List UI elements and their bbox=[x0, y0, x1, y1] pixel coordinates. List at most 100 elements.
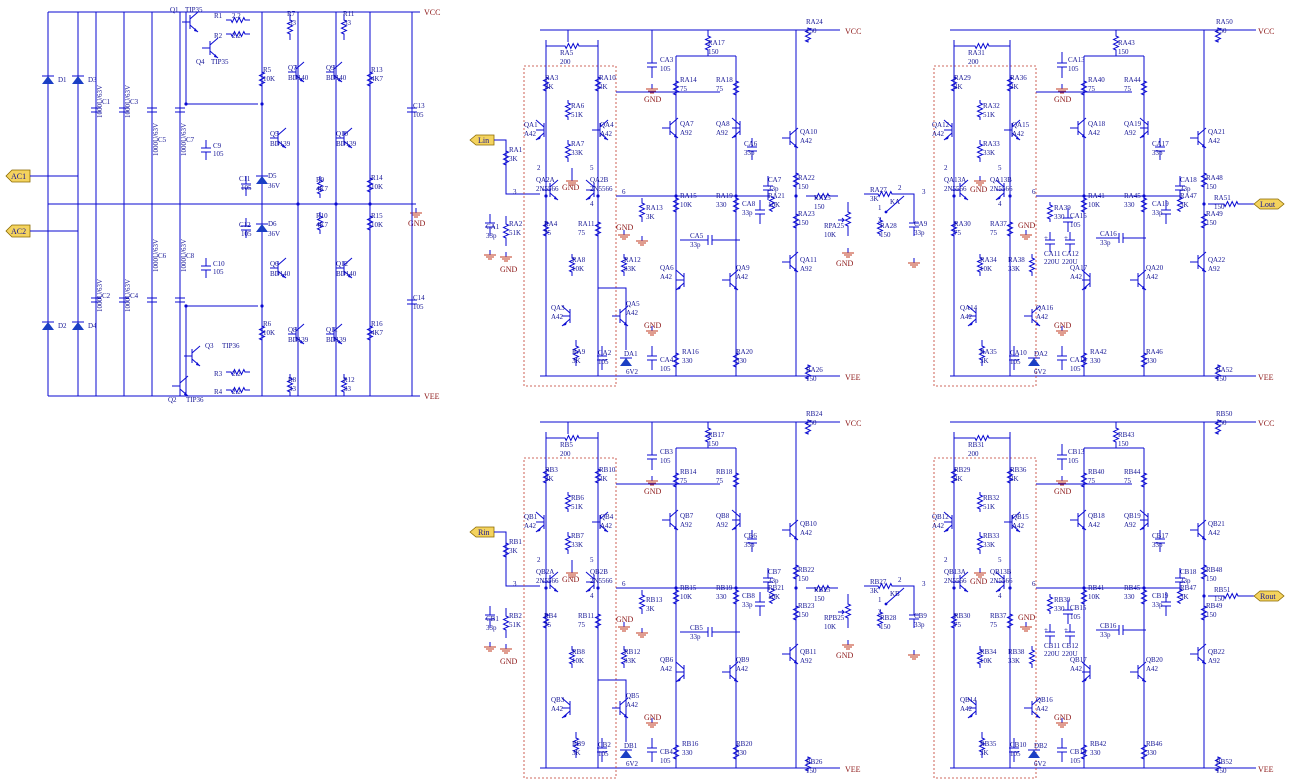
label: 150 bbox=[1216, 27, 1227, 35]
label: CB16 bbox=[1100, 622, 1117, 630]
transistor-qa20 bbox=[1130, 269, 1147, 291]
label: RB50 bbox=[1216, 410, 1233, 418]
label: 33p bbox=[1152, 149, 1163, 157]
junction-dot bbox=[1142, 586, 1146, 590]
cap-polarity: + bbox=[1044, 234, 1048, 242]
label: RA52 bbox=[1216, 366, 1233, 374]
transistor-qb15 bbox=[1004, 511, 1021, 533]
pin-number: 1 bbox=[878, 204, 882, 212]
label: CB19 bbox=[1152, 592, 1169, 600]
transistor-emitter bbox=[995, 584, 1005, 593]
output-label: Rout bbox=[1260, 592, 1276, 601]
label: 33K bbox=[983, 541, 995, 549]
transistor-qb14 bbox=[967, 697, 977, 719]
resistor-ra23 bbox=[792, 210, 800, 232]
resistor-ra3 bbox=[542, 72, 550, 96]
emitter-arrow bbox=[554, 196, 558, 200]
label: CA8 bbox=[742, 200, 756, 208]
label: RB40 bbox=[1088, 468, 1105, 476]
resistor-rb33 bbox=[976, 532, 984, 554]
filter-cap-top-1 bbox=[119, 100, 129, 120]
label: A92 bbox=[1124, 521, 1137, 529]
transistor-qb10 bbox=[782, 519, 799, 541]
zener-value: 6V2 bbox=[1034, 760, 1047, 768]
resistor-ra44 bbox=[1140, 80, 1148, 96]
label: A42 bbox=[1012, 522, 1025, 530]
transistor-qb22 bbox=[1190, 643, 1207, 665]
ground-symbol bbox=[484, 250, 496, 260]
label: CB17 bbox=[1152, 532, 1169, 540]
transistor-qb13a bbox=[952, 571, 969, 593]
transistor-collector bbox=[561, 305, 571, 314]
label: RB8 bbox=[572, 648, 585, 656]
label: RA45 bbox=[1124, 192, 1141, 200]
label: 105 bbox=[660, 457, 671, 465]
label: QA12 bbox=[932, 121, 950, 129]
resistor-rb36 bbox=[1006, 464, 1014, 488]
transistor-collector bbox=[295, 323, 305, 332]
cap-cb16 bbox=[1096, 625, 1146, 635]
resistor-ra11 bbox=[594, 214, 602, 244]
transistor-qa21 bbox=[1190, 127, 1207, 149]
zener-ref: DA1 bbox=[624, 350, 638, 358]
label: QB16 bbox=[1036, 696, 1053, 704]
transistor-qa2a bbox=[542, 179, 559, 201]
transistor-qb17 bbox=[1081, 661, 1091, 683]
diode-body bbox=[42, 322, 54, 330]
vee-label: VEE bbox=[845, 373, 861, 382]
label: RB31 bbox=[968, 441, 985, 449]
resistor-rb20 bbox=[732, 740, 740, 764]
resistor-ra6 bbox=[564, 100, 572, 120]
label: 75 bbox=[1124, 85, 1132, 93]
pot-ref: RPB25 bbox=[824, 614, 845, 622]
label: A42 bbox=[932, 130, 945, 138]
label: Q7 bbox=[288, 64, 297, 72]
cap-ref: C4 bbox=[130, 292, 139, 300]
label: QB6 bbox=[660, 656, 674, 664]
resistor-ra20 bbox=[732, 348, 740, 372]
label: 4K7 bbox=[316, 221, 329, 229]
ground-symbol bbox=[1020, 622, 1032, 632]
label: 330 bbox=[1090, 749, 1101, 757]
label: 330 bbox=[1054, 213, 1065, 221]
cap-ca2 bbox=[597, 346, 607, 370]
label: RA8 bbox=[572, 256, 586, 264]
transistor-emitter bbox=[535, 132, 545, 141]
label: 33p bbox=[1152, 209, 1163, 217]
label: QA3 bbox=[551, 304, 565, 312]
resistor-ra16 bbox=[672, 348, 680, 372]
emitter-arrow bbox=[676, 286, 681, 290]
zener-d5 bbox=[256, 175, 268, 184]
transistor-qa18 bbox=[1070, 117, 1087, 139]
label: A42 bbox=[1036, 705, 1049, 713]
resistor-rb1 bbox=[502, 538, 510, 562]
label: 150 bbox=[880, 623, 891, 631]
label: 330 bbox=[736, 749, 747, 757]
ground-symbol bbox=[974, 568, 986, 578]
cap-ca9 bbox=[909, 214, 919, 236]
label: CA18 bbox=[1180, 176, 1197, 184]
transistor-emitter bbox=[1139, 522, 1149, 531]
resistor-rb10 bbox=[594, 464, 602, 488]
label: QA21 bbox=[1208, 128, 1226, 136]
resistor-ra46 bbox=[1140, 348, 1148, 372]
gnd-label: GND bbox=[836, 651, 854, 660]
emitter-arrow bbox=[562, 322, 567, 326]
emitter-arrow bbox=[300, 340, 304, 344]
label: D5 bbox=[268, 172, 277, 180]
transistor-collector bbox=[675, 269, 685, 278]
transistor-qa9 bbox=[722, 269, 739, 291]
label: 200 bbox=[968, 58, 979, 66]
ac-label: AC2 bbox=[11, 227, 26, 236]
transistor-collector bbox=[1011, 119, 1021, 128]
transistor-q4 bbox=[202, 37, 219, 59]
label: 150 bbox=[1206, 219, 1217, 227]
cap-value: 1000U/63V bbox=[180, 123, 188, 156]
transistor-qb16 bbox=[1024, 697, 1041, 719]
resistor-ra32 bbox=[976, 100, 984, 120]
label: RA47 bbox=[1180, 192, 1197, 200]
label: RA27 bbox=[870, 186, 887, 194]
label: 150 bbox=[798, 575, 809, 583]
label: 105 bbox=[660, 365, 671, 373]
transistor-qa10 bbox=[782, 127, 799, 149]
